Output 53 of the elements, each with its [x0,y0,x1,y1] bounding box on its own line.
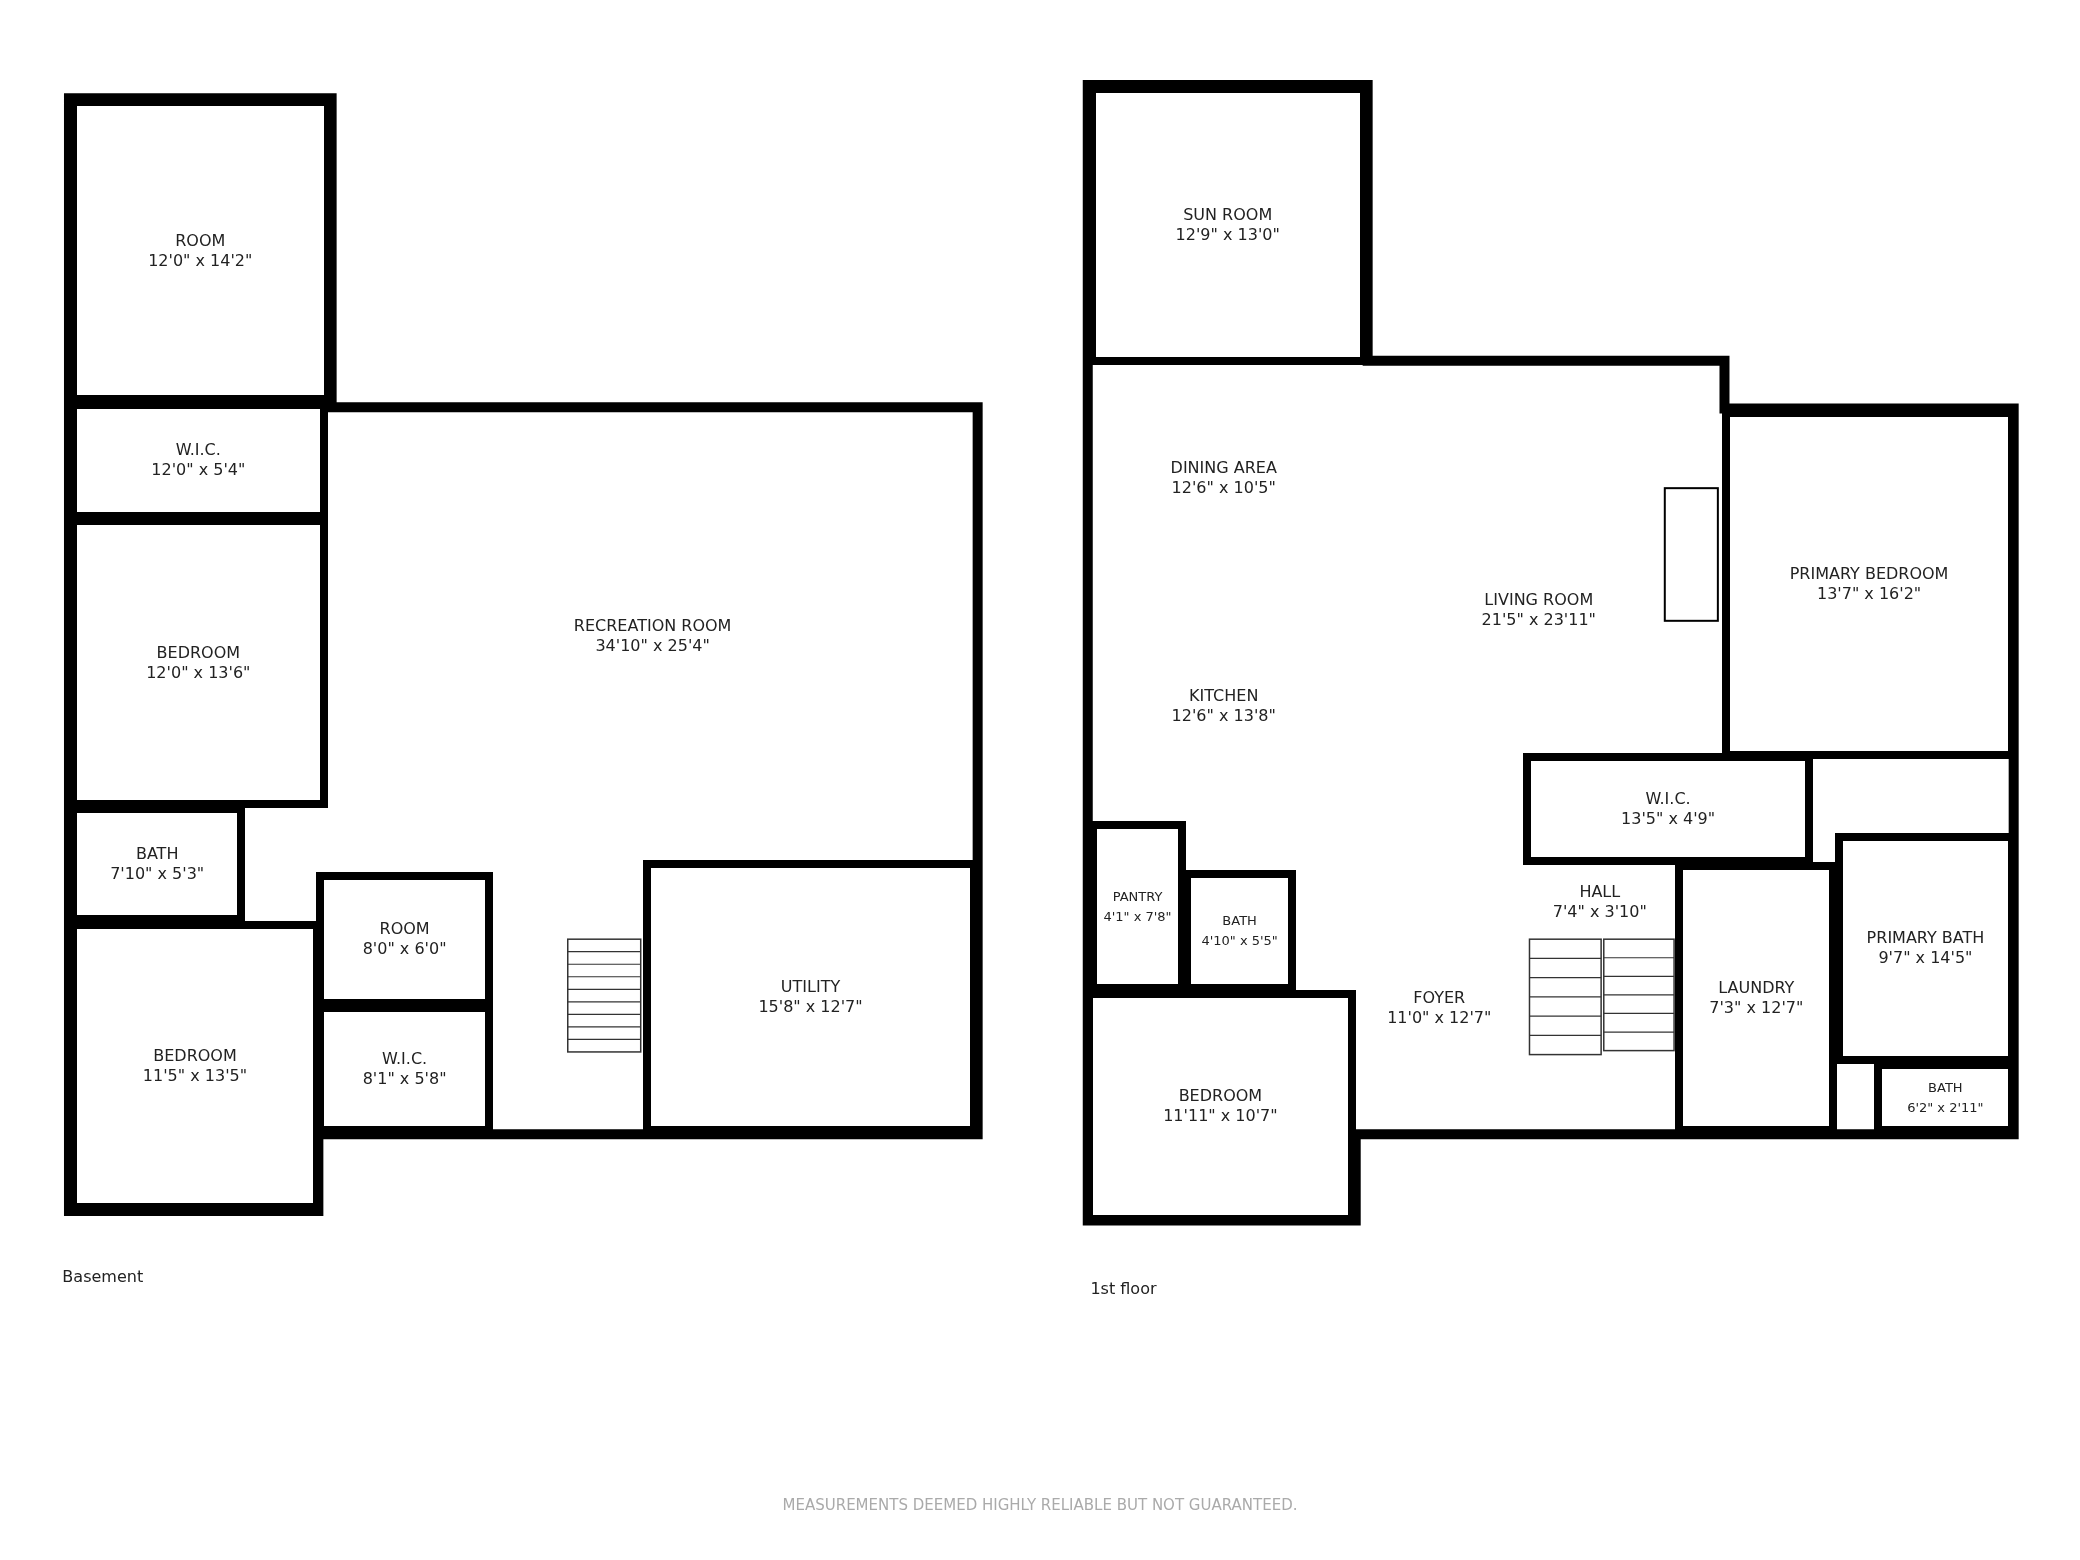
room-name: DINING AREA [1170,457,1277,478]
room-name: W.I.C. [175,440,221,461]
room-outline [1089,821,1186,993]
room-name: W.I.C. [382,1049,428,1070]
room-name: KITCHEN [1189,686,1259,707]
room-name: BATH [1928,1078,1963,1097]
room-dimensions: 12'6" x 13'8" [1171,706,1276,727]
room-name: BEDROOM [156,642,241,663]
room-name: PRIMARY BATH [1866,928,1985,949]
room-outline [1183,870,1296,993]
room-dimensions: 7'3" x 12'7" [1709,998,1804,1019]
room-name: SUN ROOM [1183,204,1273,225]
room-dimensions: 15'8" x 12'7" [758,996,863,1017]
room-dimensions: 8'1" x 5'8" [362,1069,447,1090]
room-dimensions: 12'9" x 13'0" [1175,224,1280,245]
room-name: BEDROOM [1178,1086,1263,1107]
room-dimensions: 12'0" x 5'4" [151,460,246,481]
room-name: FOYER [1413,988,1466,1009]
room-outline [1522,753,1814,865]
room-dimensions: 4'1" x 7'8" [1103,907,1172,926]
room-outline [315,871,494,1007]
room-dimensions: 11'11" x 10'7" [1163,1106,1278,1127]
room-dimensions: 13'5" x 4'9" [1621,809,1716,830]
room-dimensions: 12'0" x 13'6" [146,662,251,683]
room-name: W.I.C. [1645,789,1691,810]
room-name: ROOM [175,230,226,251]
room-name: UTILITY [780,976,841,997]
floor-label: Basement [62,1266,144,1286]
room-dimensions: 7'10" x 5'3" [110,864,205,885]
room-name: BATH [1222,912,1257,931]
room-dimensions: 7'4" x 3'10" [1552,902,1647,923]
room-name: PANTRY [1112,887,1163,906]
room-dimensions: 11'5" x 13'5" [142,1065,248,1086]
room-name: RECREATION ROOM [573,616,732,637]
room-name: BATH [135,844,179,865]
room-name: LIVING ROOM [1484,590,1594,611]
room-dimensions: 13'7" x 16'2" [1816,583,1922,604]
room-dimensions: 12'6" x 10'5" [1171,477,1276,498]
room-dimensions: 9'7" x 14'5" [1878,948,1973,969]
footer-note: MEASUREMENTS DEEMED HIGHLY RELIABLE BUT NOT GUARANTEED. [782,1496,1298,1515]
room-name: PRIMARY BEDROOM [1789,563,1949,584]
floor-label: 1st floor [1090,1278,1157,1298]
room-dimensions: 11'0" x 12'7" [1387,1008,1492,1029]
room-dimensions: 8'0" x 6'0" [362,939,447,960]
room-name: ROOM [379,919,430,940]
room-dimensions: 4'10" x 5'5" [1201,932,1278,951]
room-dimensions: 6'2" x 2'11" [1907,1098,1984,1117]
room-dimensions: 34'10" x 25'4" [595,636,710,657]
room-name: LAUNDRY [1718,978,1795,999]
room-name: HALL [1579,882,1621,903]
room-dimensions: 21'5" x 23'11" [1481,610,1596,631]
room-name: BEDROOM [153,1045,237,1066]
room-dimensions: 12'0" x 14'2" [148,250,253,271]
